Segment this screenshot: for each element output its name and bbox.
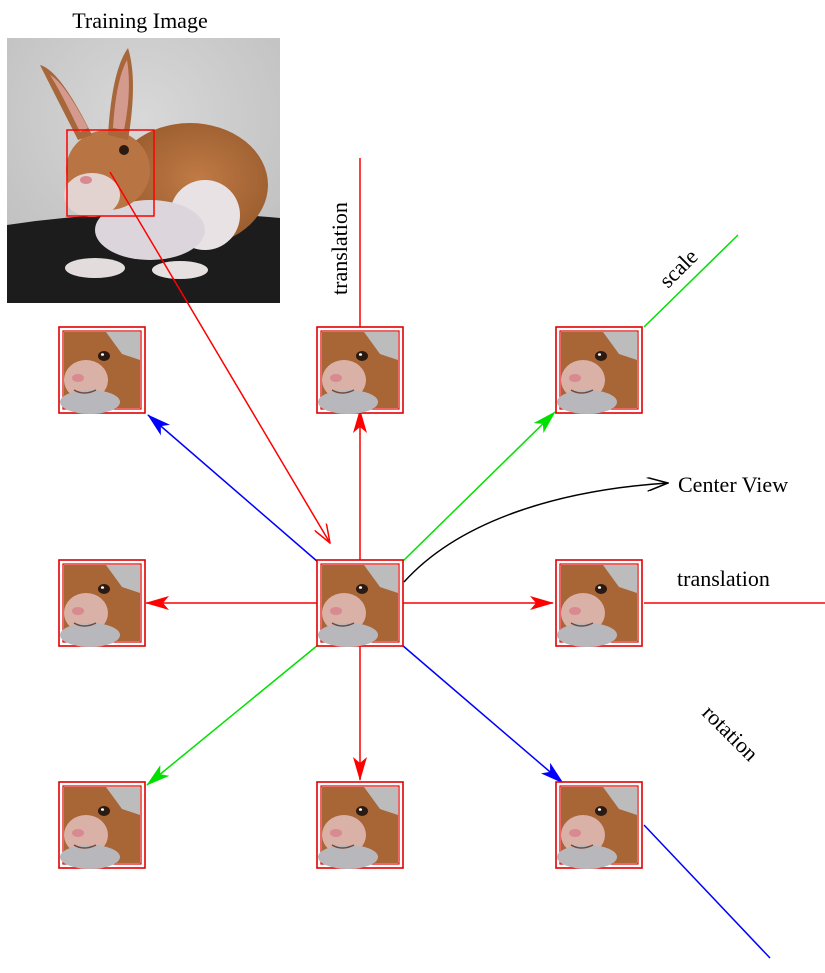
training-image [7, 38, 280, 303]
patch-top-center [316, 326, 404, 415]
patch-bottom-center [316, 781, 404, 870]
scale-up-arrow [401, 411, 556, 563]
scale-down-arrow [146, 644, 319, 786]
patch-bottom-right [555, 781, 643, 870]
patch-bottom-left [58, 781, 146, 870]
rotation-ccw-arrow [147, 414, 319, 563]
patch-middle-right [555, 559, 643, 648]
scale-label: scale [654, 244, 703, 293]
center-view-arrow [403, 483, 668, 583]
translation-vertical-label: translation [327, 202, 352, 295]
center-view-label: Center View [678, 472, 788, 497]
training-image-title: Training Image [72, 8, 207, 33]
rotation-label: rotation [697, 700, 763, 766]
patch-top-right [555, 326, 643, 415]
crop-box [66, 129, 155, 217]
patch-center [316, 559, 404, 648]
rotation-axis [643, 824, 771, 959]
patch-middle-left [58, 559, 146, 648]
patch-top-left [58, 326, 146, 415]
translation-horizontal-label: translation [677, 566, 770, 591]
crop-to-center-arrow [109, 171, 330, 543]
scale-axis [643, 234, 739, 328]
rotation-cw-arrow [401, 644, 564, 784]
